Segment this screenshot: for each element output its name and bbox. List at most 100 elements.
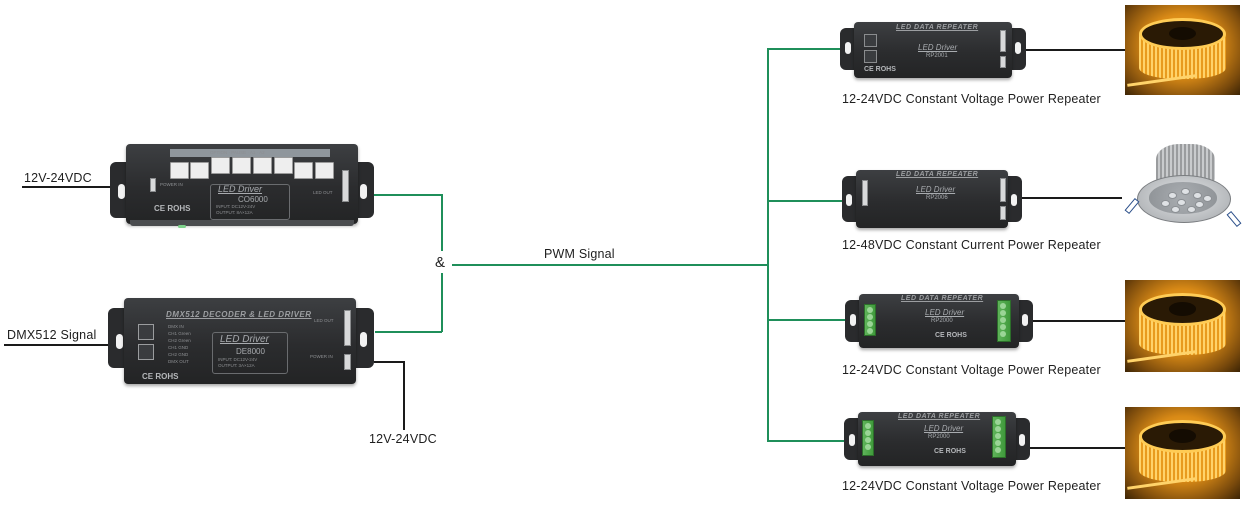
output-spec: OUTPUT: 3A×12A: [218, 363, 255, 368]
led-strip-reel-image-2: [1125, 280, 1240, 372]
brand-label: LED Driver: [220, 334, 269, 345]
repeater-rp2001: LED DATA REPEATER LED Driver RP2001 CE R…: [840, 18, 1026, 82]
dmx-out-label: DMX OUT: [168, 359, 189, 364]
signal-in-screw-terminal: [862, 420, 874, 456]
power-in-terminal: [1000, 206, 1006, 220]
label-panel: [212, 332, 288, 374]
led-out-terminal: [1000, 30, 1006, 52]
led-chip: [1202, 195, 1212, 203]
brand-label: LED Driver: [925, 308, 965, 317]
pin-label: CH1 GND: [168, 345, 189, 350]
key-4[interactable]: [232, 157, 251, 174]
mount-hole-right: [1022, 314, 1028, 326]
device-bottom-edge: [130, 220, 354, 226]
power-in-terminal: [150, 178, 156, 192]
pin-label: CH2 GND: [168, 352, 189, 357]
brand-label: LED Driver: [218, 184, 263, 194]
device-title: LED DATA REPEATER: [898, 413, 981, 420]
output-wire-3: [1032, 320, 1125, 322]
led-strip-reel-image-1: [1125, 5, 1240, 95]
mount-hole-right: [1011, 194, 1017, 206]
led-chip: [1176, 198, 1186, 206]
led-downlight-image: [1122, 140, 1244, 232]
led-strip-reel-image-3: [1125, 407, 1240, 499]
key-8[interactable]: [315, 162, 334, 179]
label-panel: [210, 184, 290, 220]
reel-hub: [1168, 302, 1197, 316]
output-wire-2: [1020, 197, 1142, 199]
mount-hole-left: [849, 434, 855, 446]
key-label-strip: [170, 149, 330, 157]
model-label: CO6000: [238, 195, 268, 204]
ce-rohs-mark: CE ROHS: [934, 448, 966, 455]
device-title: LED DATA REPEATER: [901, 295, 984, 302]
input-spec: INPUT: DC12V-24V: [218, 357, 258, 362]
led-chip: [1186, 206, 1196, 214]
repeater-rp2006: LED DATA REPEATER LED Driver RP2006: [842, 166, 1022, 232]
spring-clip-left: [1124, 197, 1140, 215]
signal-wire-junction-upper: [441, 194, 443, 251]
key-2[interactable]: [190, 162, 209, 179]
mount-hole-right: [1019, 434, 1025, 446]
power-input-label-bottom: 12V-24VDC: [369, 432, 437, 446]
mount-hole-left: [116, 334, 123, 349]
power-input-label-top: 12V-24VDC: [24, 171, 92, 185]
mount-hole-left: [850, 314, 856, 326]
model-label: RP2000: [931, 318, 953, 324]
model-label: RP2000: [928, 434, 950, 440]
rj45-out: [864, 50, 877, 63]
signal-branch-2: [767, 200, 844, 202]
key-1[interactable]: [170, 162, 189, 179]
pin-label: CH1 Green: [168, 331, 191, 336]
output-spec: OUTPUT: 8A×12A: [216, 210, 253, 215]
led-out-terminal: [1000, 178, 1006, 202]
spring-clip-right: [1226, 210, 1242, 228]
ce-rohs-mark: CE ROHS: [864, 66, 896, 73]
repeater-rp2000-a: LED DATA REPEATER LED Driver RP2000 CE R…: [845, 292, 1033, 350]
signal-wire-co6000-out: [373, 194, 442, 196]
key-3[interactable]: [211, 157, 230, 174]
repeater-caption-2: 12-48VDC Constant Current Power Repeater: [842, 238, 1101, 252]
key-5[interactable]: [253, 157, 272, 174]
brand-label: LED Driver: [916, 185, 956, 194]
output-screw-terminal: [992, 416, 1006, 458]
brand-label: LED Driver: [918, 43, 958, 52]
mount-hole-right: [360, 332, 367, 347]
ce-rohs-mark: CE ROHS: [142, 372, 179, 381]
repeater-rp2000-b: LED DATA REPEATER LED Driver RP2000 CE R…: [844, 410, 1030, 468]
rj45-in: [864, 34, 877, 47]
led-out-label: LED OUT: [314, 318, 334, 323]
ce-rohs-mark: CE ROHS: [935, 332, 967, 339]
model-label: RP2006: [926, 195, 948, 201]
key-7[interactable]: [294, 162, 313, 179]
model-label: RP2001: [926, 53, 948, 59]
led-out-terminal: [342, 170, 349, 202]
signal-branch-4: [767, 440, 847, 442]
repeater-caption-4: 12-24VDC Constant Voltage Power Repeater: [842, 479, 1101, 493]
pwm-signal-label: PWM Signal: [544, 247, 615, 261]
mount-hole-right: [1015, 42, 1021, 54]
brand-label: LED Driver: [924, 424, 964, 433]
junction-ampersand: &: [435, 254, 446, 271]
mount-hole-right: [360, 184, 367, 199]
led-out-terminal: [344, 310, 351, 346]
output-screw-terminal: [997, 300, 1011, 342]
mount-hole-left: [845, 42, 851, 54]
dmx-out-rj45: [138, 344, 154, 360]
signal-branch-3: [767, 319, 847, 321]
signal-in-screw-terminal: [864, 304, 876, 336]
power-in-terminal: [1000, 56, 1006, 68]
pin-label: CH2 Green: [168, 338, 191, 343]
key-6[interactable]: [274, 157, 293, 174]
led-out-label: LED OUT: [313, 190, 333, 195]
dmx-wire: [4, 344, 110, 346]
device-body: [859, 294, 1019, 348]
led-chip: [1168, 192, 1178, 200]
dmx-in-rj45: [138, 324, 154, 340]
power-in-label: POWER IN: [160, 182, 183, 187]
output-wire-4: [1027, 447, 1125, 449]
led-chip: [1192, 192, 1202, 200]
status-led: [178, 225, 186, 228]
device-title: LED DATA REPEATER: [896, 171, 979, 178]
repeater-caption-1: 12-24VDC Constant Voltage Power Repeater: [842, 92, 1101, 106]
